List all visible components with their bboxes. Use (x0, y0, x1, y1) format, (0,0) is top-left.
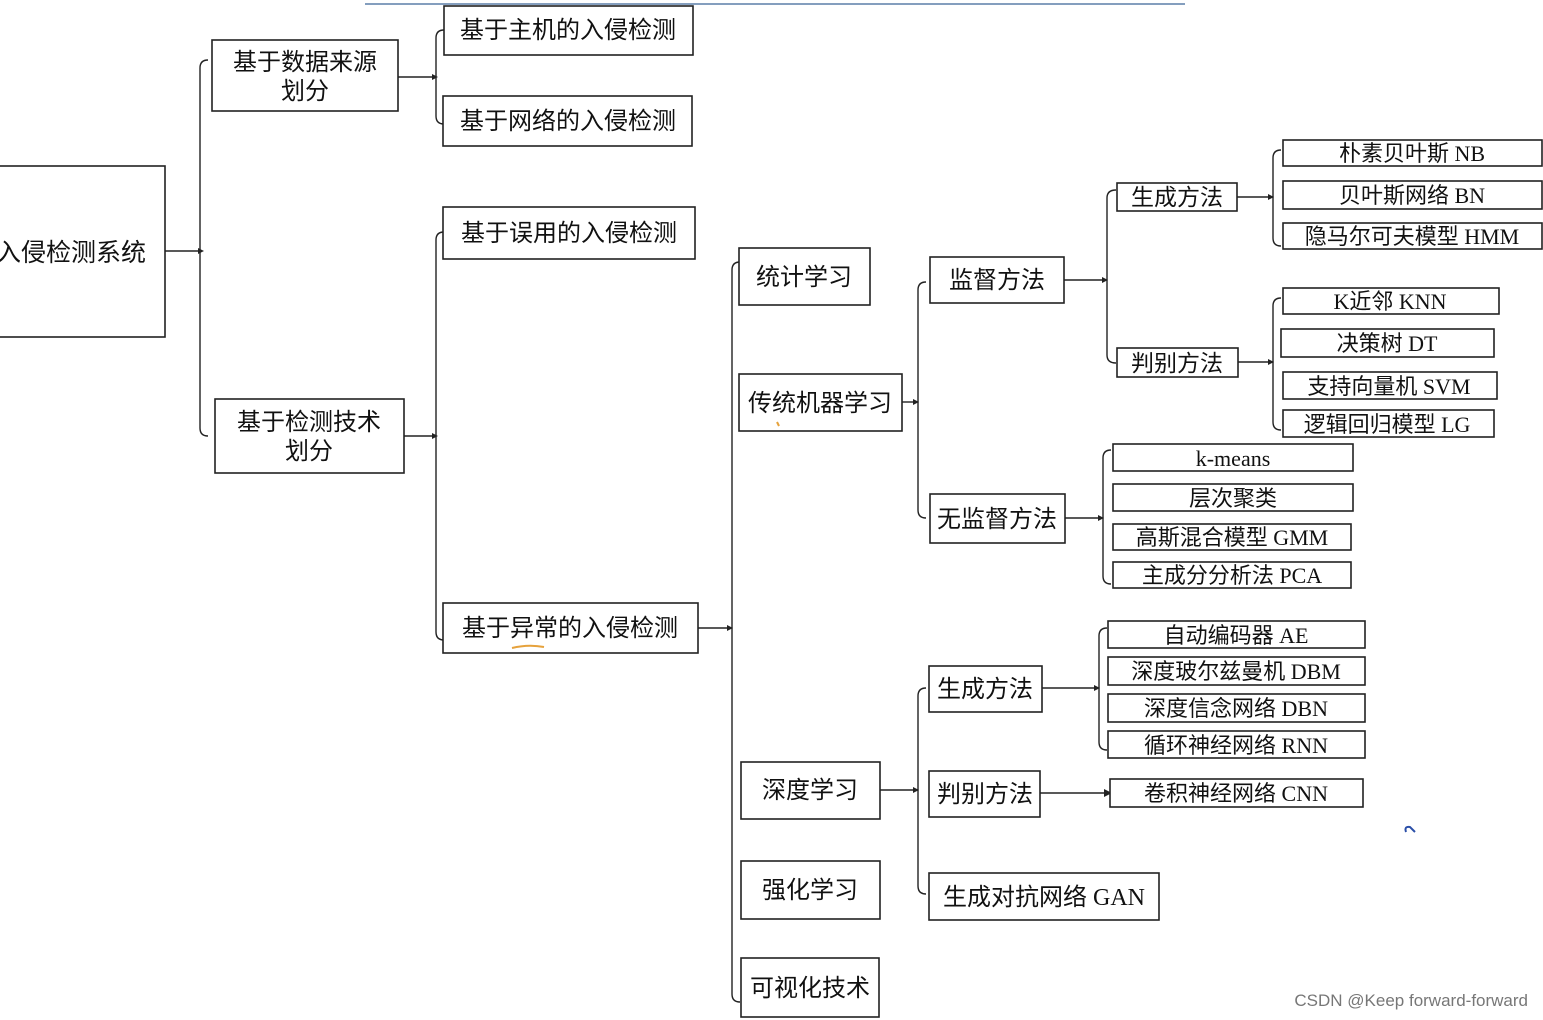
node-dl-generative-label: 生成方法 (937, 676, 1033, 703)
node-supervised: 监督方法 (929, 256, 1065, 304)
leaf-knn-label: K近邻 KNN (1333, 289, 1446, 314)
node-by-technique-label: 基于检测技术划分 (237, 409, 381, 465)
leaf-lg-label: 逻辑回归模型 LG (1304, 412, 1471, 437)
node-by-source: 基于数据来源划分 (211, 39, 399, 112)
leaf-cnn-label: 卷积神经网络 CNN (1144, 781, 1328, 806)
node-unsupervised-label: 无监督方法 (937, 506, 1057, 533)
node-anomaly-based: 基于异常的入侵检测 (442, 602, 699, 654)
orange-dot-mark (776, 421, 780, 427)
leaf-hmm-label: 隐马尔可夫模型 HMM (1305, 224, 1520, 249)
leaf-ae: 自动编码器 AE (1107, 620, 1366, 649)
node-reinforcement-learning-label: 强化学习 (762, 877, 858, 904)
node-reinforcement-learning: 强化学习 (740, 860, 881, 920)
blue-pen-mark (1404, 825, 1416, 833)
leaf-dbm: 深度玻尔兹曼机 DBM (1107, 656, 1366, 686)
node-misuse-based: 基于误用的入侵检测 (442, 206, 696, 260)
node-deep-learning-label: 深度学习 (762, 777, 858, 804)
node-ml-discriminative: 判别方法 (1116, 347, 1239, 378)
leaf-dt-label: 决策树 DT (1337, 331, 1438, 356)
leaf-hierarchical-label: 层次聚类 (1189, 486, 1277, 511)
leaf-bn: 贝叶斯网络 BN (1282, 180, 1543, 210)
leaf-dbn: 深度信念网络 DBN (1107, 693, 1366, 723)
leaf-svm-label: 支持向量机 SVM (1307, 374, 1470, 399)
node-statistical-learning-label: 统计学习 (756, 264, 852, 291)
leaf-rnn-label: 循环神经网络 RNN (1144, 733, 1328, 758)
node-ml-generative: 生成方法 (1116, 182, 1238, 212)
leaf-lg: 逻辑回归模型 LG (1282, 409, 1495, 438)
leaf-rnn: 循环神经网络 RNN (1107, 730, 1366, 759)
node-misuse-based-label: 基于误用的入侵检测 (461, 220, 677, 247)
node-gan: 生成对抗网络 GAN (928, 872, 1160, 921)
orange-underline-mark (511, 644, 545, 649)
node-deep-learning: 深度学习 (740, 761, 881, 820)
leaf-kmeans-label: k-means (1196, 446, 1271, 471)
leaf-gmm-label: 高斯混合模型 GMM (1136, 525, 1329, 550)
leaf-dbm-label: 深度玻尔兹曼机 DBM (1131, 659, 1341, 684)
node-by-technique: 基于检测技术划分 (214, 398, 405, 474)
leaf-cnn: 卷积神经网络 CNN (1109, 778, 1364, 808)
node-statistical-learning: 统计学习 (738, 247, 871, 306)
leaf-nb-label: 朴素贝叶斯 NB (1339, 141, 1485, 166)
node-root-label: 入侵检测系统 (0, 239, 146, 267)
node-host-based: 基于主机的入侵检测 (443, 5, 694, 56)
leaf-knn: K近邻 KNN (1282, 287, 1500, 315)
node-visualization-label: 可视化技术 (750, 975, 870, 1002)
leaf-pca: 主成分分析法 PCA (1112, 561, 1352, 589)
leaf-svm: 支持向量机 SVM (1282, 371, 1498, 400)
node-ml-discriminative-label: 判别方法 (1131, 351, 1223, 376)
leaf-hmm: 隐马尔可夫模型 HMM (1282, 222, 1543, 250)
node-host-based-label: 基于主机的入侵检测 (460, 17, 676, 44)
node-dl-discriminative: 判别方法 (928, 770, 1041, 818)
node-supervised-label: 监督方法 (949, 267, 1045, 294)
leaf-dt: 决策树 DT (1280, 328, 1495, 358)
node-visualization: 可视化技术 (740, 957, 880, 1018)
node-network-based-label: 基于网络的入侵检测 (460, 108, 676, 135)
connectors (165, 29, 1282, 1003)
leaf-dbn-label: 深度信念网络 DBN (1144, 696, 1328, 721)
node-anomaly-based-label: 基于异常的入侵检测 (462, 615, 678, 642)
leaf-gmm: 高斯混合模型 GMM (1112, 523, 1352, 551)
leaf-hierarchical: 层次聚类 (1112, 483, 1354, 512)
node-dl-generative: 生成方法 (928, 665, 1043, 713)
node-gan-label: 生成对抗网络 GAN (943, 884, 1145, 911)
node-dl-discriminative-label: 判别方法 (937, 781, 1033, 808)
leaf-pca-label: 主成分分析法 PCA (1142, 563, 1322, 588)
leaf-ae-label: 自动编码器 AE (1164, 623, 1309, 648)
node-traditional-ml: 传统机器学习 (738, 373, 903, 432)
node-unsupervised: 无监督方法 (929, 493, 1066, 544)
node-network-based: 基于网络的入侵检测 (442, 95, 693, 147)
node-root: 入侵检测系统 (0, 165, 166, 338)
node-ml-generative-label: 生成方法 (1131, 185, 1223, 210)
leaf-kmeans: k-means (1112, 443, 1354, 472)
node-by-source-label: 基于数据来源划分 (233, 49, 377, 105)
node-traditional-ml-label: 传统机器学习 (748, 390, 892, 417)
leaf-nb: 朴素贝叶斯 NB (1282, 139, 1543, 167)
leaf-bn-label: 贝叶斯网络 BN (1339, 183, 1485, 208)
watermark-text: CSDN @Keep forward-forward (1294, 991, 1528, 1010)
